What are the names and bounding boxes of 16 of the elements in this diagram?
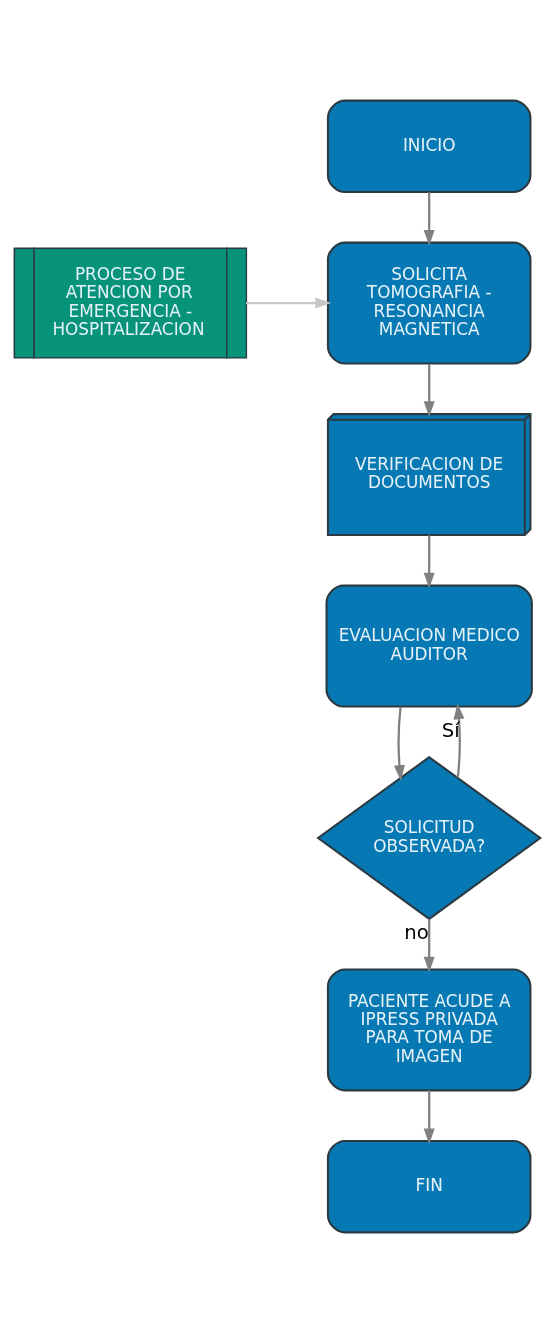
- node-box: EVALUACION MEDICO AUDITOR: [325, 584, 533, 708]
- edge-label: Sí: [441, 718, 460, 742]
- arrow: [453, 703, 465, 778]
- node-box: SOLICITA TOMOGRAFIA - RESONANCIA MAGNETICA: [326, 241, 532, 365]
- node-box: PACIENTE ACUDE A IPRESS PRIVADA PARA TOMA DE IMAGEN: [326, 968, 532, 1092]
- arrow: [423, 919, 435, 973]
- arrow: [423, 192, 435, 246]
- arrow: [393, 706, 405, 781]
- arrow: [423, 535, 435, 589]
- arrow: [423, 1090, 435, 1145]
- node-box: INICIO: [326, 99, 532, 194]
- arrow: [423, 363, 435, 418]
- arrow: [246, 297, 332, 309]
- node-box: FIN: [326, 1139, 532, 1234]
- edge-label: no: [404, 920, 429, 944]
- node-diamond: SOLICITUD OBSERVADA?: [316, 755, 543, 921]
